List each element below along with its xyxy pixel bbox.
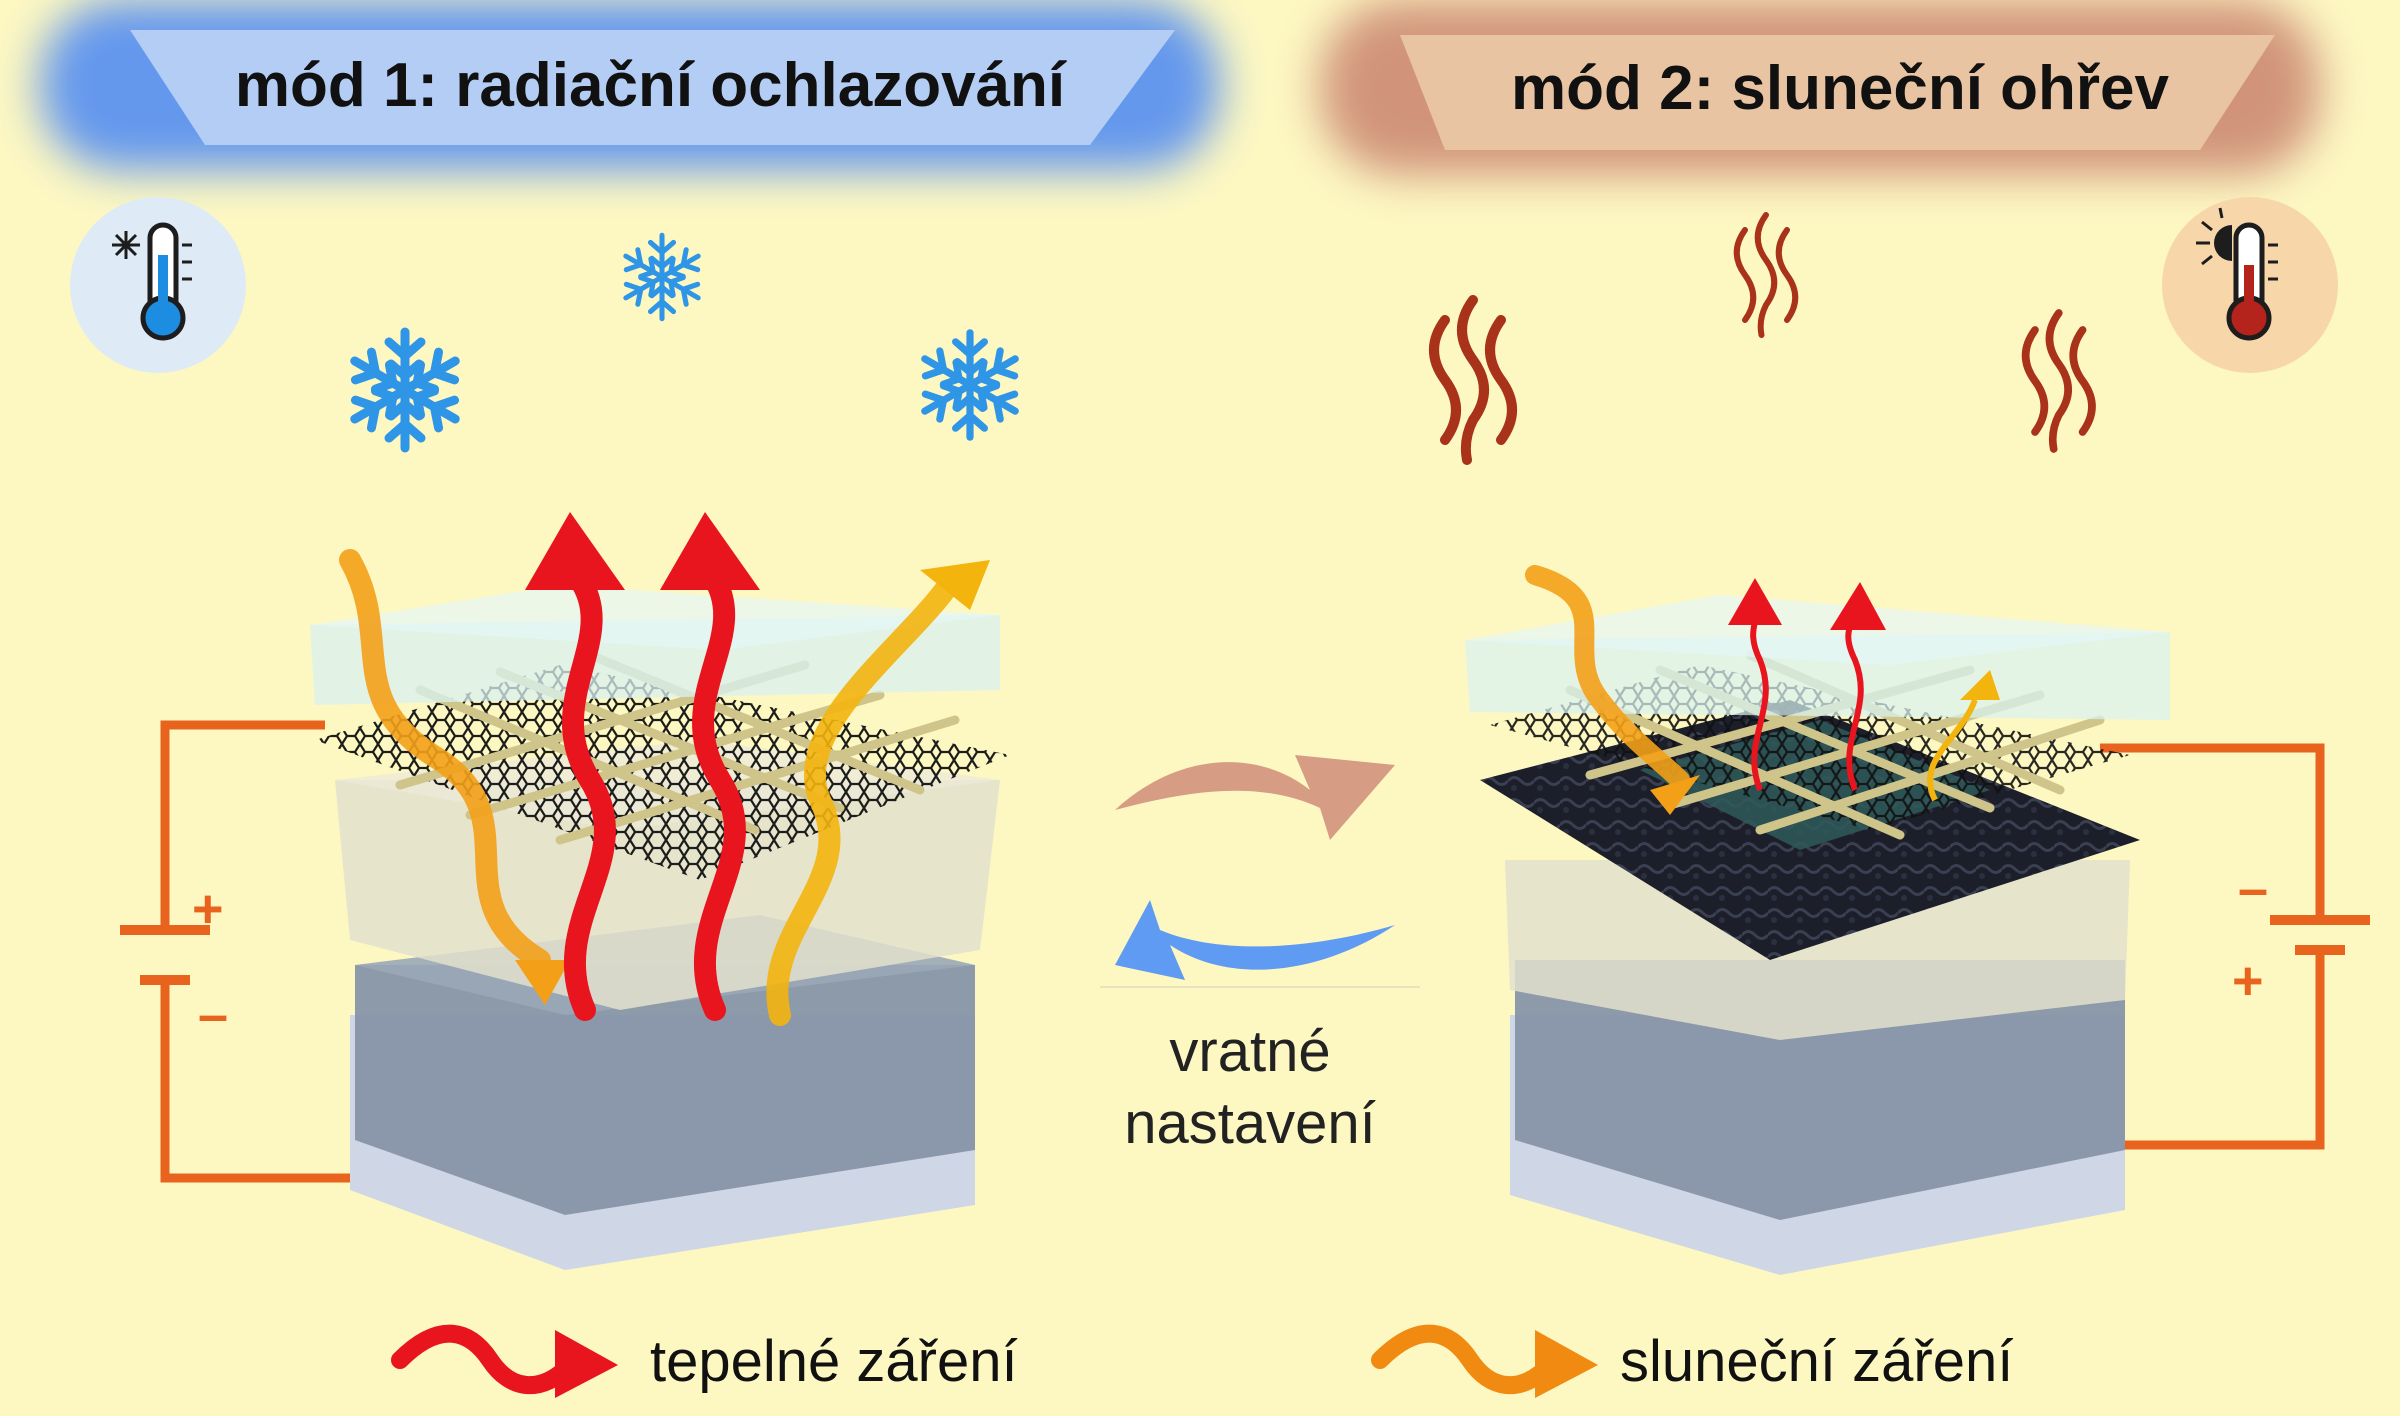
device-mode1 xyxy=(120,512,1010,1270)
battery-minus-mode2: – xyxy=(2238,859,2269,919)
thermometer-sun-icon xyxy=(2162,197,2338,373)
legend-thermal-arrow-icon xyxy=(391,1324,618,1398)
heat-wave-icon xyxy=(2021,309,2096,453)
mode1-title: mód 1: radiační ochlazování xyxy=(234,51,1066,120)
legend-solar-label: sluneční záření xyxy=(1620,1329,2014,1394)
reversible-label-line1: vratné xyxy=(1169,1019,1331,1084)
heat-wave-icon xyxy=(1733,212,1799,338)
device-mode2 xyxy=(1465,565,2370,1275)
legend-thermal-label: tepelné záření xyxy=(650,1329,1018,1394)
mode2-header xyxy=(1320,0,2320,175)
battery-plus-mode2: + xyxy=(2232,951,2264,1011)
reversible-label-line2: nastavení xyxy=(1124,1091,1376,1156)
snowflake-icon xyxy=(347,327,463,448)
snowflake-icon xyxy=(918,333,1023,437)
legend-solar-arrow-icon xyxy=(1371,1324,1598,1398)
snowflake-icon xyxy=(620,235,704,319)
battery-plus-mode1: + xyxy=(192,879,224,939)
thermometer-snowflake-icon xyxy=(70,197,246,373)
battery-minus-mode1: – xyxy=(198,985,229,1045)
reversible-arrows-icon xyxy=(1100,755,1420,988)
mode2-title: mód 2: sluneční ohřev xyxy=(1510,54,2170,123)
mode1-header xyxy=(40,0,1220,170)
heat-wave-icon xyxy=(1429,295,1517,465)
reversible-label: vratné nastavení xyxy=(1090,1016,1410,1160)
